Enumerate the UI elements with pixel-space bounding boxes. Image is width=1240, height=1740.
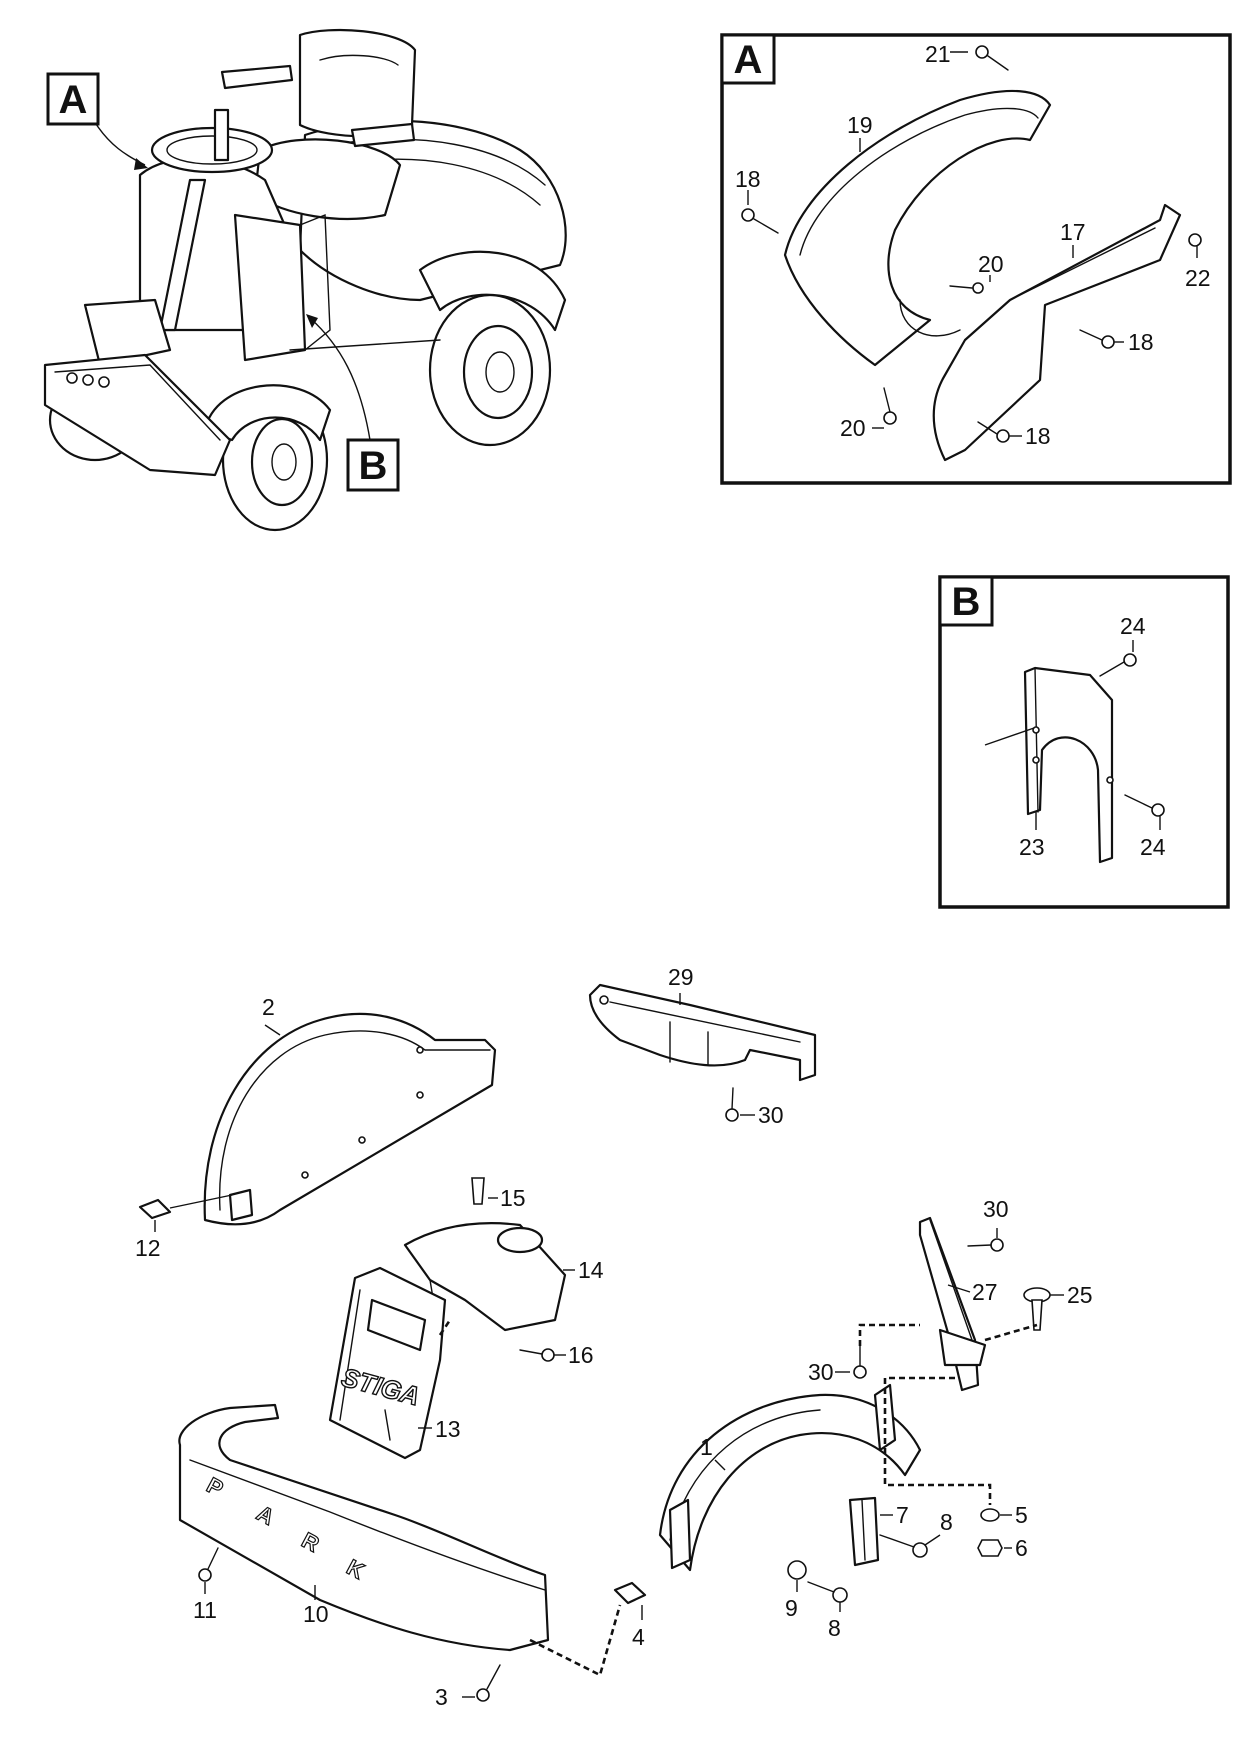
screw-18-right-icon: [1079, 329, 1115, 349]
callout-11: 11: [193, 1597, 217, 1623]
callout-8-a: 8: [940, 1509, 953, 1535]
screw-24-bottom-icon: [1124, 794, 1165, 817]
callout-9: 9: [785, 1595, 798, 1621]
arrowhead-b-icon: [306, 314, 318, 328]
screw-18-left-icon: [741, 208, 779, 234]
nut-22-icon: [1188, 233, 1202, 247]
callout-27: 27: [972, 1279, 998, 1305]
callout-18-c: 18: [1025, 423, 1051, 449]
callout-8-b: 8: [828, 1615, 841, 1641]
overview-label-b: B: [306, 314, 400, 492]
callout-20-b: 20: [840, 415, 866, 441]
callout-15: 15: [500, 1185, 526, 1211]
callout-30-a: 30: [758, 1102, 784, 1128]
detail-box-a: A 21 19: [720, 33, 1232, 485]
callout-14: 14: [578, 1257, 604, 1283]
callout-25: 25: [1067, 1282, 1093, 1308]
overview-letter-a: A: [59, 78, 88, 122]
part-1-fender: [658, 1383, 922, 1572]
screw-11-icon: [198, 1547, 219, 1594]
screw-24-top-icon: [1099, 653, 1137, 677]
bolt-8-lower-icon: [807, 1581, 848, 1612]
detail-letter-a: A: [734, 38, 763, 82]
assembly-lines: [438, 1319, 1038, 1677]
bolt-25-icon: [1023, 1287, 1064, 1331]
screw-15-icon: [471, 1177, 498, 1205]
screw-30-top-icon: [725, 1087, 755, 1122]
clip-4-icon: [613, 1581, 647, 1620]
callout-4: 4: [632, 1624, 645, 1650]
screw-16-icon: [519, 1348, 566, 1362]
callout-16: 16: [568, 1342, 594, 1368]
callout-18-a: 18: [735, 166, 761, 192]
bracket-7-icon: [848, 1496, 893, 1567]
callout-2: 2: [262, 994, 275, 1020]
callout-24-a: 24: [1120, 613, 1146, 639]
callout-7: 7: [896, 1502, 909, 1528]
bolt-8-right-icon: [879, 1534, 941, 1558]
callout-23: 23: [1019, 834, 1045, 860]
part-10-bumper: P A R K: [178, 1403, 550, 1652]
nut-6-icon: [977, 1539, 1012, 1557]
callout-3: 3: [435, 1684, 448, 1710]
callout-12: 12: [135, 1235, 161, 1261]
tractor-overview: [43, 28, 567, 532]
overview-letter-b: B: [359, 444, 388, 488]
callout-18-b: 18: [1128, 329, 1154, 355]
screw-21-icon: [975, 45, 1009, 71]
callout-19: 19: [847, 112, 873, 138]
part-2-fender: 2: [203, 994, 497, 1226]
callout-5: 5: [1015, 1502, 1028, 1528]
callout-24-b: 24: [1140, 834, 1166, 860]
callout-6: 6: [1015, 1535, 1028, 1561]
part-29-panel: 29: [588, 964, 817, 1082]
detail-letter-b: B: [952, 580, 981, 624]
callout-21: 21: [925, 41, 951, 67]
callout-30-b: 30: [983, 1196, 1009, 1222]
screw-30-left-icon: [835, 1345, 867, 1379]
callout-30-c: 30: [808, 1359, 834, 1385]
screw-20-low-icon: [883, 387, 897, 425]
part-27-bracket: [918, 1216, 987, 1392]
part-14-cover: [403, 1222, 575, 1341]
washer-9-icon: [787, 1560, 807, 1592]
callout-1: 1: [700, 1434, 713, 1460]
callout-20-a: 20: [978, 251, 1004, 277]
arrowhead-a-icon: [134, 158, 148, 170]
callout-13: 13: [435, 1416, 461, 1442]
clip-12-icon: [138, 1194, 233, 1232]
screw-30-right-icon: [967, 1228, 1004, 1252]
overview-label-a: A: [46, 72, 148, 170]
callout-10: 10: [303, 1601, 329, 1627]
washer-5-icon: [980, 1508, 1012, 1522]
callout-29: 29: [668, 964, 694, 990]
detail-box-b: B 24 23 24: [938, 575, 1230, 909]
callout-17: 17: [1060, 219, 1086, 245]
screw-20-mid-icon: [949, 282, 984, 294]
part-13-panel: STIGA: [328, 1266, 447, 1460]
screw-3-icon: [462, 1664, 501, 1702]
callout-22: 22: [1185, 265, 1211, 291]
